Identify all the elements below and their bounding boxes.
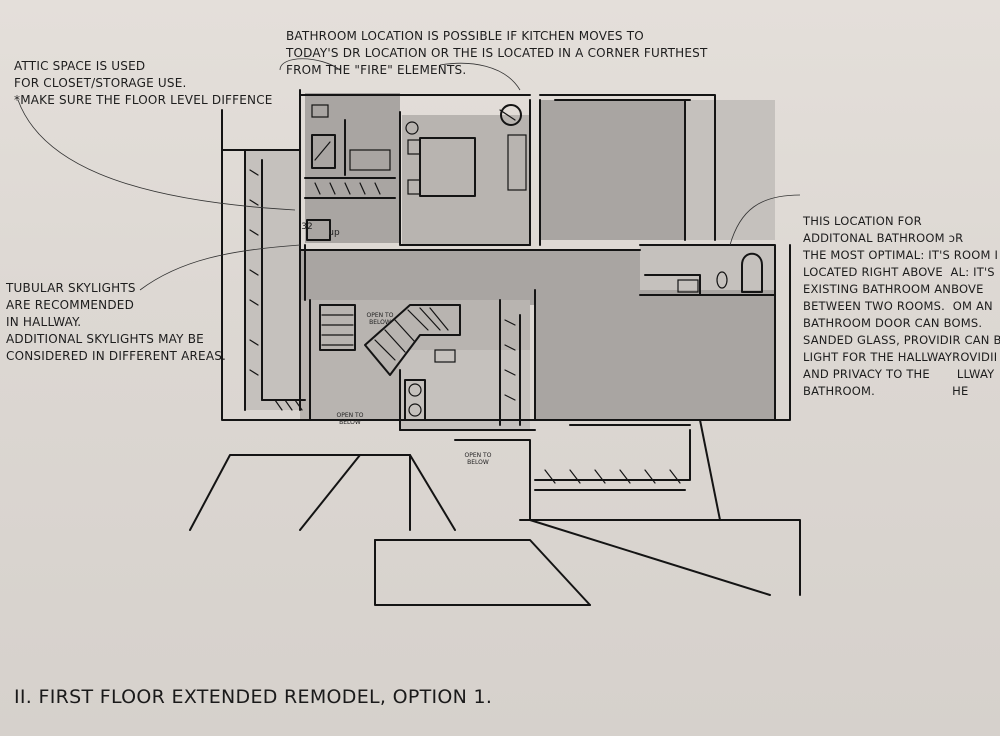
- attic-note: ATTIC SPACE IS USED FOR CLOSET/STORAGE U…: [14, 59, 273, 107]
- open-to-below-label: OPEN TO BELOW: [366, 312, 394, 326]
- stair-number: 32: [301, 222, 313, 232]
- roof-lines: [189, 419, 801, 606]
- stairs: [306, 219, 461, 421]
- walls: [221, 89, 791, 491]
- room-shading: [245, 93, 775, 430]
- skylights-note: TUBULAR SKYLIGHTS ARE RECOMMENDED IN HAL…: [6, 281, 227, 363]
- closet-hatches: [249, 169, 681, 484]
- open-to-below-label: OPEN TO BELOW: [336, 412, 364, 426]
- stair-up-label: up: [328, 228, 340, 238]
- leader-lines: [17, 58, 801, 291]
- additional-bathroom-note: THIS LOCATION FOR ADDITONAL BATHROOM ɔR …: [803, 214, 1000, 398]
- open-to-below-label: OPEN TO BELOW: [464, 452, 492, 466]
- bathroom-location-note: BATHROOM LOCATION IS POSSIBLE IF KITCHEN…: [286, 29, 708, 77]
- page-caption: II. FIRST FLOOR EXTENDED REMODEL, OPTION…: [14, 686, 493, 708]
- fixtures: [311, 104, 763, 363]
